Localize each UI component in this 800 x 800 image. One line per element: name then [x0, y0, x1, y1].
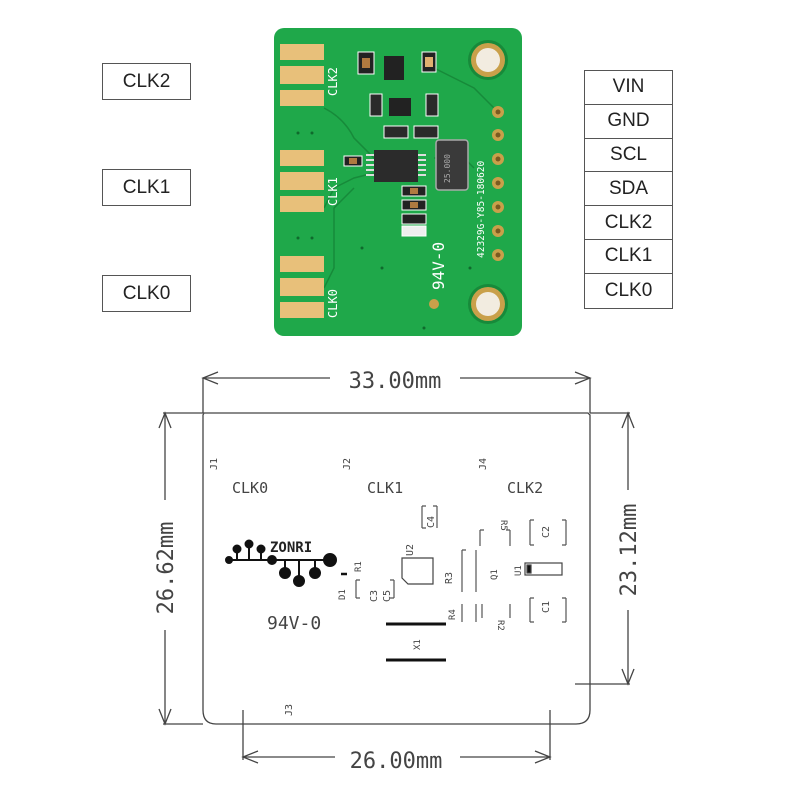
mounting-hole-top: [468, 40, 508, 80]
pin-scl: SCL: [585, 139, 672, 173]
logo-text: ZONRI: [270, 540, 312, 556]
header-pins: [492, 106, 504, 261]
pin-clk0: CLK0: [604, 279, 653, 301]
si5351-chip: [374, 150, 418, 182]
comp-r4: R4: [448, 609, 458, 620]
comp-q1: Q1: [490, 569, 500, 580]
board-outline: [202, 412, 591, 725]
zonri-logo: [225, 539, 337, 587]
silk-rating: 94V-0: [429, 242, 448, 290]
footprint-brackets: [355, 505, 567, 623]
comp-c2: C2: [541, 526, 552, 538]
comp-c5: C5: [382, 590, 393, 602]
pin-clk2: CLK2: [585, 206, 672, 240]
label-text: CLK2: [122, 70, 171, 92]
mounting-hole-bottom: [468, 284, 508, 324]
crystal-label: 25.000: [443, 154, 452, 183]
mosfet-chip: [389, 98, 411, 116]
pads-clk0: [280, 256, 324, 318]
pin-vin: VIN: [585, 71, 672, 105]
pin-sda: SDA: [585, 172, 672, 207]
label-j1: J1: [209, 458, 220, 470]
pads-clk1: [280, 150, 324, 212]
pcb-photo: CLK2 CLK1 CLK0 42329G-Y85-180620: [274, 28, 522, 336]
pin-table: VIN GND SCL SDA CLK2 CLK1 CLK0: [584, 70, 673, 309]
comp-c1: C1: [541, 601, 552, 613]
dim-right: 23.12mm: [617, 504, 642, 597]
label-j4: J4: [478, 458, 489, 470]
label-text: CLK0: [122, 282, 171, 304]
drawing-clk0: CLK0: [232, 479, 268, 497]
left-label-clk0: CLK0: [102, 275, 191, 312]
mechanical-drawing: 33.00mm 26.00mm 26.62mm 23.12mm J1 J2 J4…: [154, 369, 642, 774]
label-j3: J3: [284, 704, 295, 716]
comp-u1: U1: [514, 565, 524, 576]
label-text: CLK1: [122, 176, 171, 198]
u1-outline: [524, 562, 563, 576]
drawing-clk1: CLK1: [367, 479, 403, 497]
dim-bottom: 26.00mm: [350, 749, 443, 774]
silk-clk2: CLK2: [326, 67, 340, 96]
u2-outline: [401, 557, 434, 585]
silk-part-code: 42329G-Y85-180620: [476, 160, 487, 258]
pin-gnd: GND: [585, 105, 672, 139]
label-j2: J2: [342, 458, 353, 470]
pads-clk2: [280, 44, 324, 106]
crystal-oscillator: [435, 139, 469, 191]
regulator-chip: [384, 56, 404, 80]
left-label-clk2: CLK2: [102, 63, 191, 100]
comp-c3: C3: [369, 590, 380, 602]
silk-clk0: CLK0: [326, 289, 340, 318]
dim-left: 26.62mm: [154, 522, 179, 615]
left-label-clk1: CLK1: [102, 169, 191, 206]
comp-r5: R5: [498, 520, 508, 531]
comp-u2: U2: [405, 544, 416, 556]
dim-top: 33.00mm: [349, 369, 442, 394]
led: [401, 225, 427, 237]
comp-d1: D1: [338, 589, 348, 600]
comp-r2: R2: [495, 620, 505, 631]
drawing-clk2: CLK2: [507, 479, 543, 497]
pin-clk1: CLK1: [585, 240, 672, 274]
silk-clk1: CLK1: [326, 177, 340, 206]
comp-r1: R1: [354, 561, 364, 572]
comp-x1: X1: [413, 639, 423, 650]
drawing-rating: 94V-0: [267, 613, 321, 634]
comp-r3: R3: [444, 572, 455, 584]
comp-c4: C4: [426, 516, 437, 528]
